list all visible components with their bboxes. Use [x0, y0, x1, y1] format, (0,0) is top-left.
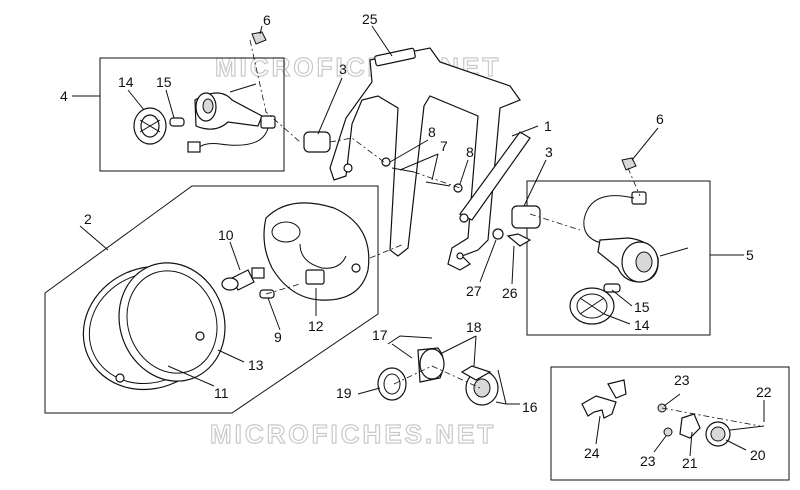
callout-10: 10	[218, 227, 234, 243]
turn-signal-right	[569, 191, 689, 325]
callout-27: 27	[466, 283, 482, 299]
callout-2: 2	[84, 211, 92, 227]
grommet-left	[303, 131, 331, 153]
callout-21: 21	[682, 455, 698, 471]
callout-20: 20	[750, 447, 766, 463]
screw-7a	[391, 167, 415, 173]
callout-12: 12	[308, 318, 324, 334]
callout-3-right: 3	[545, 144, 553, 160]
rear-light-parts	[377, 347, 499, 406]
washer-27	[492, 228, 504, 240]
screw-26	[506, 233, 532, 247]
group-box-5	[526, 180, 711, 336]
callout-3-left: 3	[339, 61, 347, 77]
callout-22: 22	[756, 384, 772, 400]
callout-1: 1	[544, 118, 552, 134]
callout-6-top: 6	[263, 12, 271, 28]
headlight-assembly	[82, 202, 370, 391]
group-box-4	[99, 57, 285, 172]
callout-5: 5	[746, 247, 754, 263]
nut-6-top	[251, 31, 267, 45]
callout-18: 18	[466, 319, 482, 335]
callout-11: 11	[214, 385, 229, 401]
callout-23-bottom: 23	[640, 453, 656, 469]
callout-26: 26	[502, 285, 518, 301]
callout-8-left: 8	[428, 124, 436, 140]
washer-8a	[381, 157, 391, 167]
headlight-bracket	[329, 47, 531, 271]
turn-signal-left	[133, 83, 276, 153]
callout-16: 16	[522, 399, 538, 415]
callout-8-right: 8	[466, 144, 474, 160]
callout-24: 24	[584, 445, 600, 461]
washer-8b	[453, 183, 463, 193]
callout-19: 19	[336, 385, 352, 401]
group-box-2	[44, 185, 379, 414]
callout-23-top: 23	[674, 372, 690, 388]
callout-25: 25	[362, 11, 378, 27]
screw-7b	[425, 181, 451, 187]
callout-14-right: 14	[634, 317, 650, 333]
callout-13: 13	[248, 357, 264, 373]
callout-4: 4	[60, 88, 68, 104]
watermark-bottom: MICROFICHES.NET	[210, 419, 496, 449]
callout-17: 17	[372, 327, 388, 343]
callout-6-right: 6	[656, 111, 664, 127]
callout-7: 7	[440, 138, 448, 154]
group-box-horn	[550, 366, 790, 481]
callout-14-left: 14	[118, 74, 134, 90]
assembly-lines	[249, 39, 761, 427]
grommet-right	[511, 205, 541, 229]
leader-lines	[72, 25, 765, 457]
callout-15-left: 15	[156, 74, 172, 90]
nut-6-right	[621, 157, 637, 171]
callout-15-right: 15	[634, 299, 650, 315]
horn-parts	[581, 379, 765, 447]
callout-9: 9	[274, 329, 282, 345]
